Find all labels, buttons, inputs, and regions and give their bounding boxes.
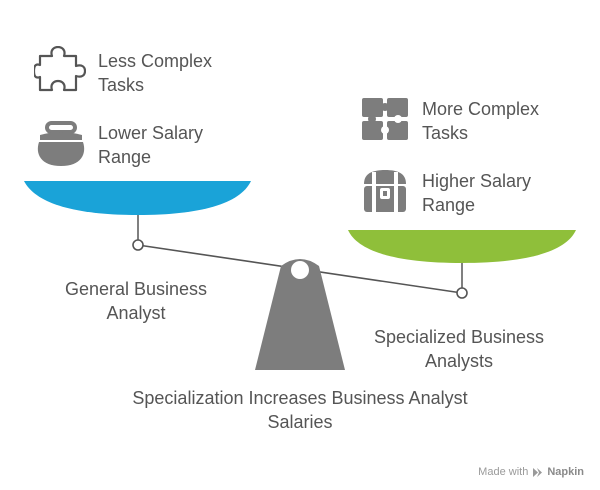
left-item2-line1: Lower Salary	[98, 123, 204, 143]
treasure-chest-icon	[364, 170, 406, 212]
footer-prefix: Made with	[478, 466, 529, 478]
right-item1-line1: More Complex	[422, 99, 540, 119]
right-label-specialized-business-analysts: Specialized Business Analysts	[344, 325, 574, 373]
puzzle-grid-icon	[362, 98, 408, 140]
diagram-title: Specialization Increases Business Analys…	[60, 386, 540, 434]
title-line2: Salaries	[267, 412, 333, 432]
right-item1-line2: Tasks	[422, 123, 469, 143]
left-pivot	[132, 239, 144, 251]
right-label-line2: Analysts	[424, 351, 494, 371]
napkin-logo-icon	[533, 467, 543, 477]
fulcrum	[255, 259, 345, 370]
right-item-more-complex-tasks: More Complex Tasks	[422, 97, 539, 145]
made-with-napkin-footer: Made with Napkin	[478, 466, 584, 478]
left-item2-line2: Range	[98, 147, 152, 167]
right-label-line1: Specialized Business	[373, 327, 545, 347]
left-item1-line2: Tasks	[98, 75, 145, 95]
left-label-line2: Analyst	[106, 303, 166, 323]
right-item2-line1: Higher Salary	[422, 171, 532, 191]
left-label-general-business-analyst: General Business Analyst	[36, 277, 236, 325]
right-pan	[348, 230, 576, 263]
puzzle-piece-outline-icon	[34, 46, 86, 92]
fulcrum-hole	[291, 261, 309, 279]
coin-purse-icon	[37, 121, 85, 166]
right-item2-line2: Range	[422, 195, 476, 215]
title-line1: Specialization Increases Business Analys…	[132, 388, 468, 408]
left-item-lower-salary-range: Lower Salary Range	[98, 121, 203, 169]
left-item-less-complex-tasks: Less Complex Tasks	[98, 49, 212, 97]
right-pivot	[456, 287, 468, 299]
left-pan	[24, 181, 251, 215]
left-item1-line1: Less Complex	[98, 51, 213, 71]
right-item-higher-salary-range: Higher Salary Range	[422, 169, 531, 217]
left-label-line1: General Business	[64, 279, 208, 299]
footer-brand: Napkin	[547, 466, 584, 478]
